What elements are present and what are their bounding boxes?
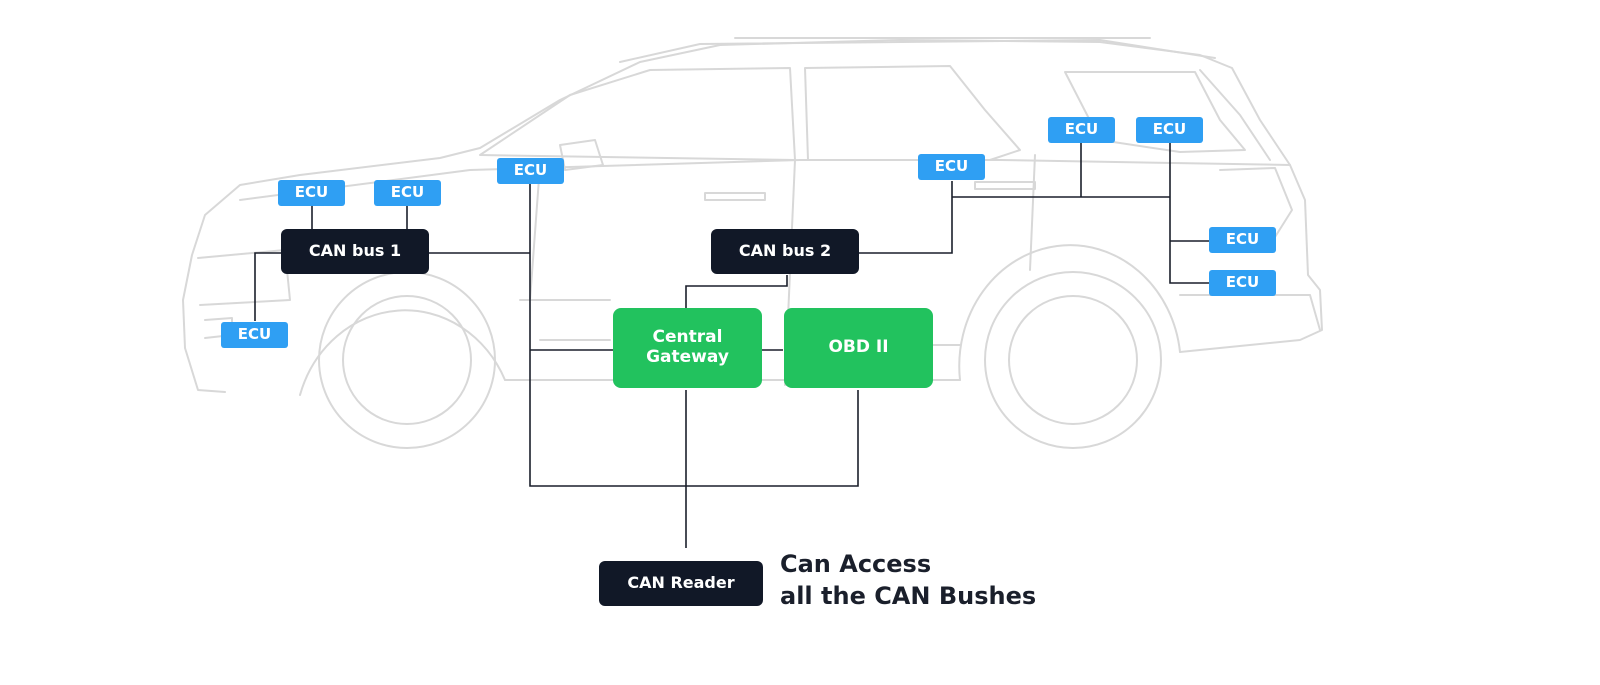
ecu-rear-4: ECU [1209,270,1276,296]
ecu-dash: ECU [497,158,564,184]
caption-line-1: Can Access [780,550,932,578]
ecu-front-2: ECU [374,180,441,206]
ecu-front-1: ECU [278,180,345,206]
caption: Can Access all the CAN Bushes [780,548,1036,612]
central-gateway-line-2: Gateway [646,347,729,367]
obd-ii: OBD II [784,308,933,388]
can-bus-2: CAN bus 2 [711,229,859,274]
central-gateway: Central Gateway [613,308,762,388]
can-bus-1: CAN bus 1 [281,229,429,274]
ecu-rear-1: ECU [1048,117,1115,143]
ecu-rear-door: ECU [918,154,985,180]
can-reader: CAN Reader [599,561,763,606]
wiring [254,142,1210,548]
car-body [182,37,1323,449]
caption-line-2: all the CAN Bushes [780,582,1037,610]
ecu-rear-3: ECU [1209,227,1276,253]
ecu-rear-2: ECU [1136,117,1203,143]
ecu-front-low: ECU [221,322,288,348]
central-gateway-line-1: Central [652,327,723,348]
